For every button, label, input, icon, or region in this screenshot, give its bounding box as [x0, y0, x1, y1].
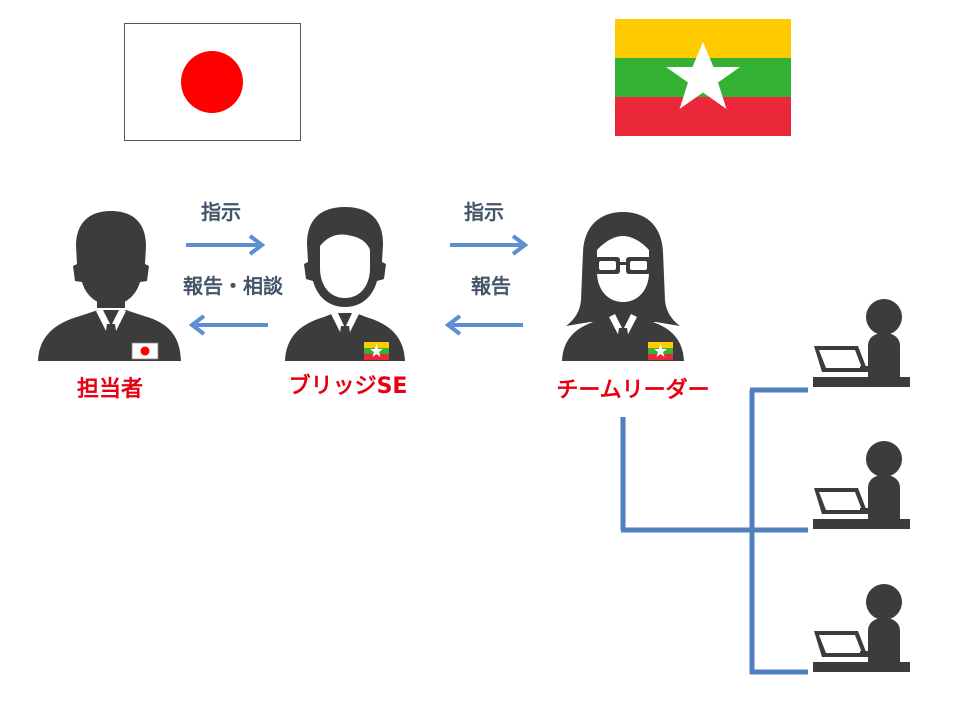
person-in-charge-japan-badge [131, 342, 159, 360]
label-person-in-charge: 担当者 [77, 377, 143, 402]
arrow-label-report: 報告 [471, 274, 511, 298]
label-bridge-se: ブリッジSE [289, 373, 408, 399]
laptop-icon [814, 488, 878, 514]
worker-head [866, 441, 902, 477]
person-in-charge-tie [104, 324, 118, 352]
desk [813, 662, 910, 672]
worker-head [866, 584, 902, 620]
glasses-icon [595, 257, 651, 274]
myanmar-flag-band-red [615, 97, 791, 136]
label-team-leader: チームリーダー [556, 377, 709, 403]
bridge-se-face [320, 234, 370, 298]
desk [813, 377, 910, 387]
myanmar-flag-star [666, 42, 740, 109]
team-leader-face [597, 236, 649, 302]
team-leader-tie [616, 328, 630, 355]
arrow-label-instruct-1: 指示 [201, 200, 241, 224]
arrow-label-instruct-2: 指示 [464, 200, 504, 224]
worker-body [868, 475, 900, 522]
worker-1 [813, 299, 910, 387]
arrow-instruct-2 [450, 234, 529, 256]
japan-flag-sun [181, 51, 243, 113]
arrow-label-report-consult: 報告・相談 [183, 274, 284, 298]
team-leader-collar [609, 314, 637, 344]
bridge-se-figure [285, 207, 405, 361]
person-in-charge-figure [38, 211, 181, 361]
arrow-report [444, 314, 523, 336]
bridge-se-collar [331, 311, 359, 342]
worker-2 [813, 441, 910, 529]
laptop-icon [814, 631, 878, 657]
worker-body [868, 333, 900, 380]
worker-head [866, 299, 902, 335]
person-in-charge-head [73, 211, 149, 305]
worker-3 [813, 584, 910, 672]
japan-flag [124, 23, 301, 141]
team-tree-lines [620, 387, 808, 675]
desk [813, 519, 910, 529]
myanmar-flag [615, 19, 791, 136]
bridge-se-tie [338, 326, 352, 354]
person-in-charge-collar [96, 308, 126, 341]
arrow-instruct-1 [186, 234, 266, 256]
team-leader-myanmar-badge [648, 342, 673, 360]
bridge-se-myanmar-badge [364, 342, 389, 360]
laptop-icon [814, 346, 878, 372]
arrow-report-consult [188, 314, 268, 336]
worker-body [868, 618, 900, 665]
team-leader-figure [562, 212, 684, 361]
